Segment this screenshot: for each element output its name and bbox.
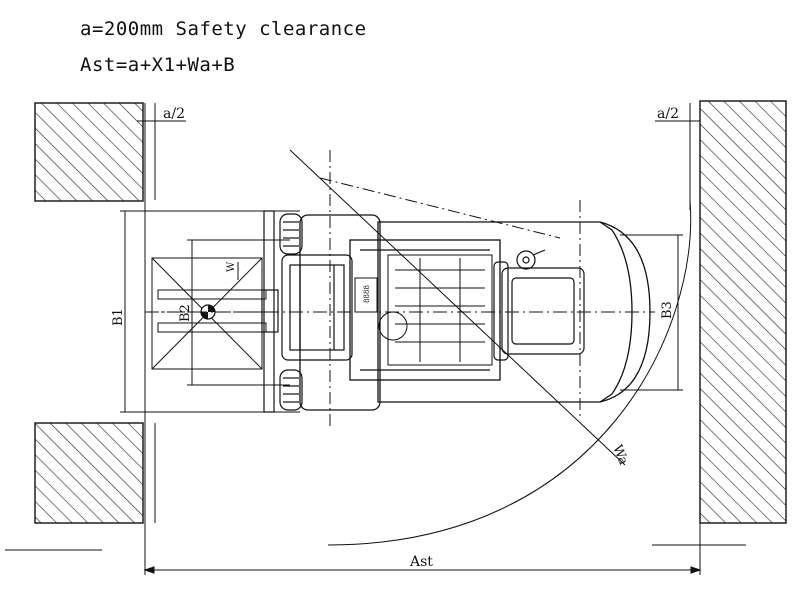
half-a-left-label: a/2 bbox=[163, 106, 185, 122]
ast-label: Ast bbox=[409, 554, 433, 570]
rack-block-top-left bbox=[34, 102, 144, 202]
half-a-right-label: a/2 bbox=[657, 106, 679, 122]
turning-reference-lines bbox=[289, 149, 626, 466]
steering-wheel bbox=[516, 249, 546, 270]
wall-block-right bbox=[699, 100, 787, 524]
rack-block-bottom-left bbox=[34, 422, 144, 524]
b1-label: B1 bbox=[111, 308, 126, 326]
operator-seat bbox=[493, 261, 585, 361]
front-wheels bbox=[279, 213, 303, 411]
load-center-quadrants bbox=[201, 305, 215, 319]
turning-arc bbox=[327, 199, 692, 546]
w-label: W bbox=[226, 261, 237, 272]
wa-label: Wa bbox=[609, 443, 630, 467]
overhead-guard bbox=[378, 254, 493, 366]
forks bbox=[157, 289, 267, 333]
ast-dimension-line bbox=[143, 566, 702, 574]
panel-readout: 8888 bbox=[363, 285, 371, 303]
safety-clearance-note: a=200mm Safety clearance bbox=[80, 18, 367, 40]
clearance-lines bbox=[5, 103, 746, 575]
aisle-width-formula: Ast=a+X1+Wa+B bbox=[80, 54, 236, 76]
b2-label: B2 bbox=[178, 304, 193, 322]
b3-dimension bbox=[620, 234, 683, 391]
b3-label: B3 bbox=[660, 301, 675, 319]
